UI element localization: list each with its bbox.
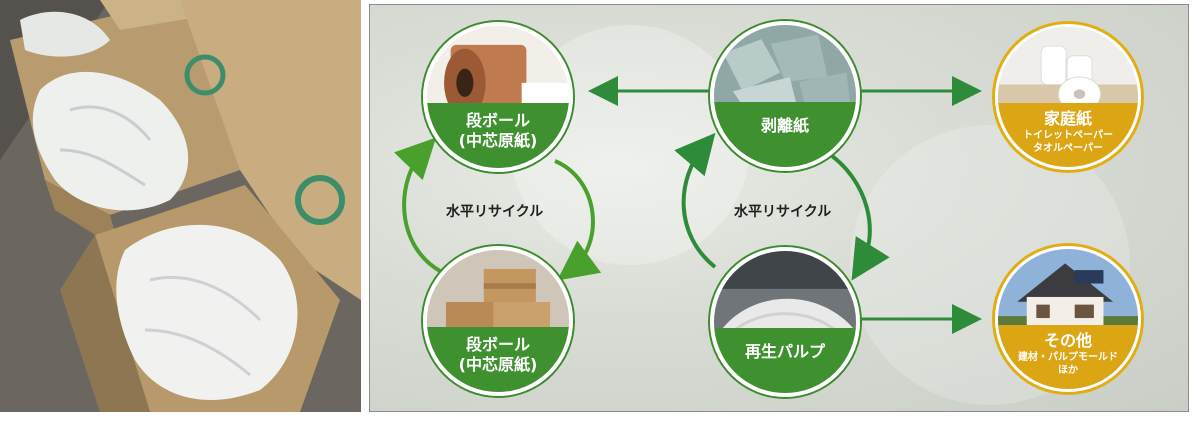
node-household-paper: 家庭紙 トイレットペーパー タオルペーパー: [995, 24, 1141, 170]
node-cardboard-bottom: 段ボール (中芯原紙): [423, 246, 573, 396]
cardboard-bottom-label-line1: 段ボール: [465, 334, 530, 354]
household-paper-sub-line2: タオルペーパー: [1033, 142, 1103, 154]
household-paper-label: 家庭紙 トイレットペーパー タオルペーパー: [998, 102, 1138, 167]
left-cycle-arrow-up: [393, 137, 442, 273]
release-paper-label: 剥離紙: [714, 101, 856, 167]
others-sub-line2: ほか: [1058, 364, 1078, 376]
cardboard-bottom-label: 段ボール (中芯原紙): [427, 326, 569, 392]
others-sub-line1: 建材・パルプモールド: [1018, 351, 1118, 363]
cycle-left-label: 水平リサイクル: [446, 204, 544, 220]
cycle-right-label: 水平リサイクル: [734, 204, 832, 220]
left-cycle-arrow-down: [554, 159, 602, 281]
recycled-pulp-label-text: 再生パルプ: [744, 341, 825, 361]
recycling-flow-diagram: 段ボール (中芯原紙) 段ボール (中芯原紙) 剥離紙: [369, 4, 1189, 412]
node-cardboard-top: 段ボール (中芯原紙): [423, 22, 573, 172]
others-label-text: その他: [1043, 330, 1092, 350]
node-recycled-pulp: 再生パルプ: [710, 247, 860, 397]
release-paper-label-text: 剥離紙: [760, 115, 809, 135]
others-label: その他 建材・パルプモールド ほか: [998, 324, 1138, 389]
node-others: その他 建材・パルプモールド ほか: [995, 246, 1141, 392]
cardboard-top-label: 段ボール (中芯原紙): [427, 102, 569, 168]
recycled-pulp-label: 再生パルプ: [714, 327, 856, 393]
node-release-paper: 剥離紙: [710, 21, 860, 171]
household-paper-label-text: 家庭紙: [1043, 108, 1092, 128]
right-cycle-arrow-up: [674, 132, 717, 269]
release-paper-waste-photo: [0, 0, 361, 412]
cardboard-top-label-line2: (中芯原紙): [458, 130, 538, 150]
cardboard-top-label-line1: 段ボール: [465, 110, 530, 130]
household-paper-sub-line1: トイレットペーパー: [1023, 129, 1113, 141]
cardboard-bottom-label-line2: (中芯原紙): [458, 354, 538, 374]
